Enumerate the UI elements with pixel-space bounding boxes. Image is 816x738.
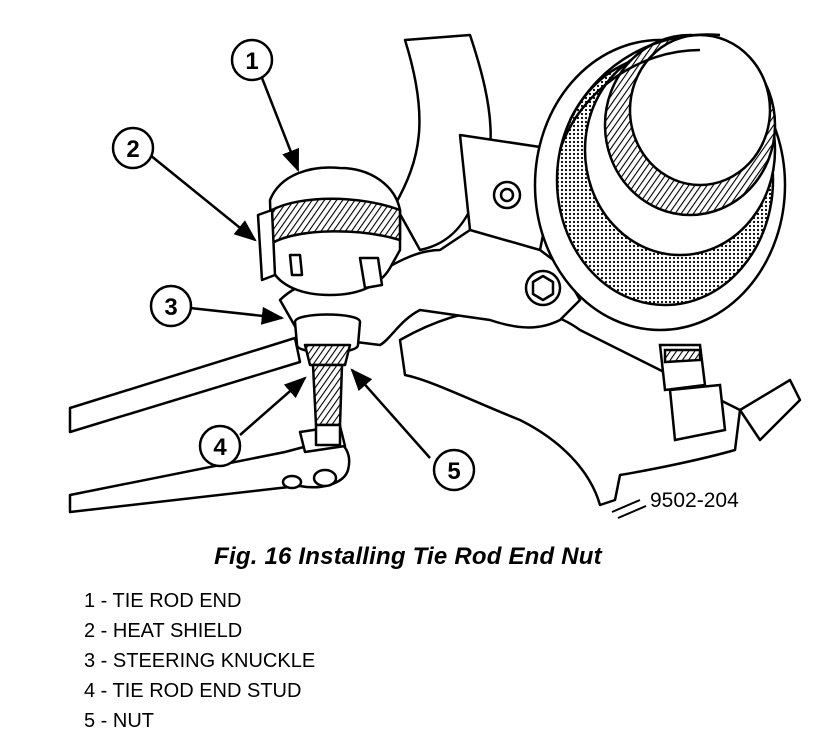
legend-item-steering-knuckle: 3 - STEERING KNUCKLE — [84, 650, 316, 672]
legend-item-heat-shield: 2 - HEAT SHIELD — [84, 620, 243, 642]
tie-rod-end-housing — [256, 166, 402, 297]
callout-1: 1 — [230, 38, 274, 82]
legend-item-tie-rod-end: 1 - TIE ROD END — [84, 590, 242, 612]
figure-caption: Fig. 16 Installing Tie Rod End Nut — [214, 543, 602, 570]
figure-id: 9502-204 — [611, 489, 739, 519]
callout-4: 4 — [198, 424, 242, 468]
svg-text:1: 1 — [245, 48, 258, 75]
callout-3: 3 — [149, 284, 193, 328]
leader-lines — [149, 77, 431, 459]
svg-text:5: 5 — [447, 458, 460, 485]
legend-item-tie-rod-end-stud: 4 - TIE ROD END STUD — [84, 680, 302, 702]
wheel-hub — [533, 33, 787, 332]
callout-5: 5 — [432, 448, 476, 492]
tie-rod-diagram: 1 2 3 4 5 9502-204 — [68, 33, 802, 519]
legend-item-nut: 5 - NUT — [84, 710, 154, 732]
svg-text:9502-204: 9502-204 — [650, 489, 739, 512]
tie-rod — [68, 336, 351, 514]
steering-arm-bolt — [658, 343, 727, 442]
svg-text:4: 4 — [213, 434, 227, 461]
stud-and-nut — [293, 313, 362, 447]
svg-text:2: 2 — [126, 136, 139, 163]
callout-2: 2 — [111, 126, 155, 170]
svg-text:3: 3 — [164, 294, 177, 321]
steering-knuckle — [278, 33, 582, 347]
parts-legend: 1 - TIE ROD END 2 - HEAT SHIELD 3 - STEE… — [84, 586, 315, 736]
